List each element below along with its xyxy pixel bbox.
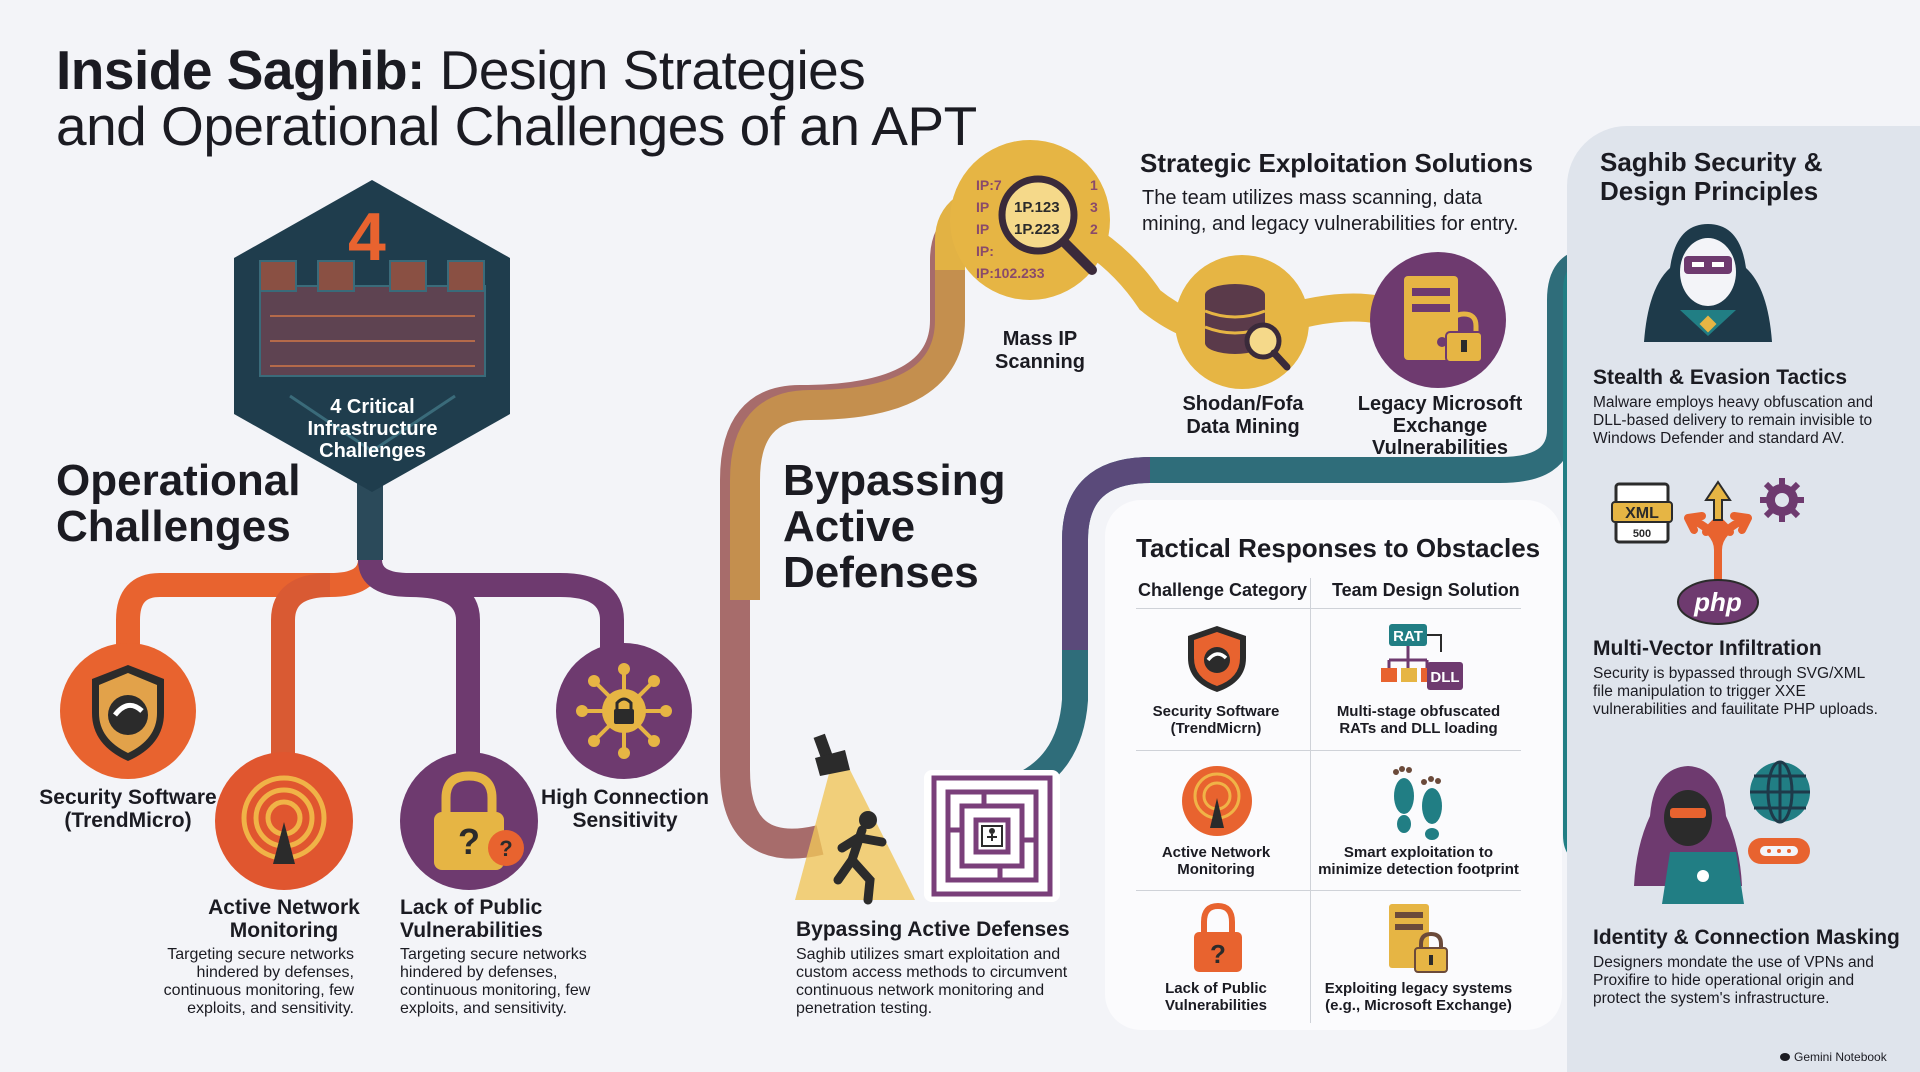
antenna-icon bbox=[1182, 766, 1252, 836]
svg-text:3: 3 bbox=[1090, 199, 1098, 215]
network-lock-icon bbox=[576, 663, 672, 759]
maze-card bbox=[924, 770, 1060, 902]
svg-text:1: 1 bbox=[1090, 177, 1098, 193]
high-connection-badge bbox=[556, 643, 692, 779]
svg-text:500: 500 bbox=[1633, 528, 1651, 540]
operational-heading: Operational Challenges bbox=[56, 456, 301, 551]
legacy-exchange-badge bbox=[1370, 252, 1506, 388]
stealth-title: Stealth & Evasion Tactics bbox=[1593, 366, 1848, 389]
col-challenge-header: Challenge Category bbox=[1138, 580, 1308, 600]
col-solution-header: Team Design Solution bbox=[1332, 580, 1520, 600]
table-divider bbox=[1136, 890, 1521, 891]
hacker-vpn-icon bbox=[1634, 760, 1810, 904]
bypassing-subtitle: Bypassing Active Defenses bbox=[796, 918, 1070, 941]
bypassing-heading: Bypassing Active Defenses bbox=[783, 456, 1006, 597]
hooded-figure-icon bbox=[1644, 224, 1772, 342]
identity-title: Identity & Connection Masking bbox=[1593, 926, 1900, 949]
row3-solution: Exploiting legacy systems(e.g., Microsof… bbox=[1324, 980, 1513, 1014]
table-col-divider bbox=[1310, 578, 1311, 1023]
page-title: Inside Saghib: Design Strategies and Ope… bbox=[56, 39, 977, 157]
shield-icon bbox=[92, 665, 164, 761]
table-divider bbox=[1136, 608, 1521, 609]
svg-text:?: ? bbox=[1210, 939, 1226, 969]
lack-vulns-badge: ? ? bbox=[400, 752, 538, 890]
server-lock-icon bbox=[1404, 276, 1483, 363]
svg-text:IP: IP bbox=[976, 221, 989, 237]
footer-brand: Gemini Notebook bbox=[1780, 1050, 1887, 1064]
multivector-title: Multi-Vector Infiltration bbox=[1593, 637, 1822, 660]
svg-text:1P.123: 1P.123 bbox=[1014, 199, 1060, 216]
svg-text:php: php bbox=[1693, 587, 1742, 617]
shodan-badge bbox=[1175, 255, 1309, 389]
table-divider bbox=[1136, 750, 1521, 751]
svg-text:?: ? bbox=[458, 821, 480, 862]
svg-text:XML: XML bbox=[1625, 505, 1659, 522]
svg-text:IP:7: IP:7 bbox=[976, 177, 1002, 193]
svg-text:?: ? bbox=[499, 836, 512, 861]
tactical-panel bbox=[1105, 500, 1562, 1030]
svg-text:1P.223: 1P.223 bbox=[1014, 221, 1060, 238]
spotlight-runner-icon bbox=[795, 733, 915, 905]
lock-question-icon: ? ? bbox=[434, 771, 524, 870]
shield-icon bbox=[1188, 626, 1246, 692]
hex-badge: 4 4 Critical Infrastructure Challenges bbox=[230, 176, 515, 496]
footprints-icon bbox=[1393, 766, 1442, 840]
active-network-badge bbox=[215, 752, 353, 890]
strategic-title: Strategic Exploitation Solutions bbox=[1140, 148, 1533, 178]
svg-text:IP:: IP: bbox=[976, 243, 994, 259]
svg-text:DLL: DLL bbox=[1430, 669, 1459, 686]
lock-question-icon: ? bbox=[1194, 902, 1242, 972]
svg-text:2: 2 bbox=[1090, 221, 1098, 237]
hex-number: 4 bbox=[348, 199, 386, 275]
security-software-badge bbox=[60, 643, 196, 779]
mass-ip-badge: IP:7 IP IP IP: IP:102.233 1 3 2 1P.123 1… bbox=[950, 140, 1110, 300]
castle-icon bbox=[234, 180, 510, 492]
xml-php-arrows-icon: XML 500 php bbox=[1611, 478, 1804, 625]
maze-icon bbox=[931, 775, 1053, 897]
database-search-icon bbox=[1204, 284, 1291, 371]
row1-challenge: Security Software(TrendMicrn) bbox=[1152, 703, 1280, 737]
hex-label: 4 Critical Infrastructure Challenges bbox=[307, 396, 438, 462]
server-lock-icon bbox=[1389, 904, 1448, 973]
antenna-icon bbox=[241, 775, 327, 864]
svg-text:IP:102.233: IP:102.233 bbox=[976, 265, 1045, 281]
svg-text:RAT: RAT bbox=[1393, 628, 1423, 645]
brand-logo-icon bbox=[1780, 1053, 1790, 1061]
magnifier-ip-icon: IP:7 IP IP IP: IP:102.233 1 3 2 1P.123 1… bbox=[976, 175, 1098, 281]
security-software-label: Security Software(TrendMicro) bbox=[39, 786, 217, 832]
principles-title: Saghib Security &Design Principles bbox=[1600, 147, 1823, 206]
svg-text:IP: IP bbox=[976, 199, 989, 215]
rat-dll-icon: RAT DLL bbox=[1381, 624, 1463, 690]
tactical-title: Tactical Responses to Obstacles bbox=[1136, 533, 1541, 563]
